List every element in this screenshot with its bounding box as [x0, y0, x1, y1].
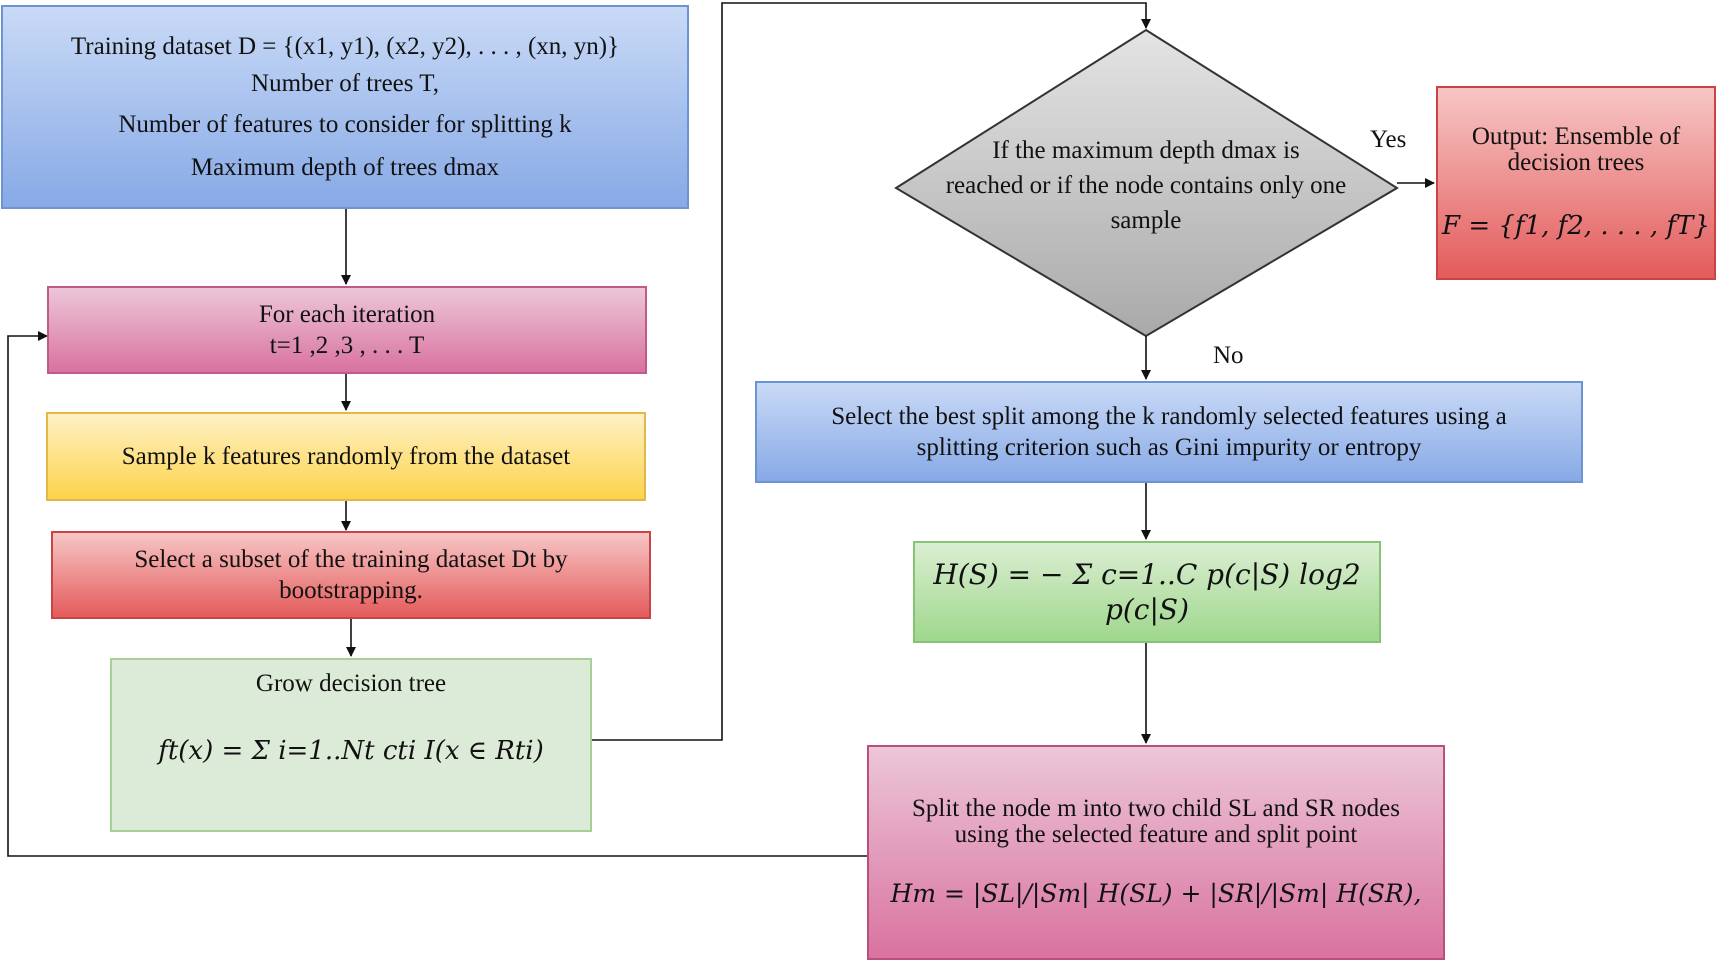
- grow-tree-formula: ft(x) = Σ i=1..Nt cti I(x ∈ Rti): [158, 736, 544, 767]
- grow-tree-box: Grow decision tree ft(x) = Σ i=1..Nt cti…: [110, 658, 592, 832]
- split-node-box: Split the node m into two child SL and S…: [867, 745, 1445, 960]
- split-node-line2: using the selected feature and split poi…: [954, 820, 1358, 848]
- output-line1: Output: Ensemble of: [1471, 122, 1681, 150]
- decision-line1: If the maximum depth dmax is: [992, 136, 1300, 164]
- bootstrap-subset-box: Select a subset of the training dataset …: [51, 531, 651, 619]
- bootstrap-line1: Select a subset of the training dataset …: [134, 545, 568, 573]
- iteration-range: t=1 ,2 ,3 , . . . T: [269, 332, 425, 359]
- input-depth-label: Maximum depth of trees dmax: [190, 154, 500, 182]
- split-node-formula: Hm = |SL|/|Sm| H(SL) + |SR|/|Sm| H(SR),: [890, 879, 1422, 909]
- input-features-label: Number of features to consider for split…: [118, 111, 572, 138]
- split-node-line1: Split the node m into two child SL and S…: [912, 794, 1400, 822]
- output-line2: decision trees: [1507, 148, 1645, 176]
- iteration-title: For each iteration: [258, 300, 436, 328]
- sample-features-text: Sample k features randomly from the data…: [121, 442, 571, 470]
- arrow-loop-back-to-iteration: [7, 331, 867, 857]
- output-formula: F = {f1, f2, . . . , fT}: [1442, 211, 1710, 241]
- best-split-line2: splitting criterion such as Gini impurit…: [916, 434, 1422, 461]
- entropy-formula: H(S) = − Σ c=1..C p(c|S) log2 p(c|S): [933, 558, 1361, 626]
- sample-features-box: Sample k features randomly from the data…: [46, 412, 646, 501]
- decision-text: If the maximum depth dmax is reached or …: [896, 120, 1396, 250]
- decision-line2: reached or if the node contains only one: [945, 171, 1347, 199]
- best-split-line1: Select the best split among the k random…: [831, 402, 1507, 430]
- grow-tree-title: Grow decision tree: [255, 670, 447, 697]
- arrow-grow-to-decision: [592, 2, 1151, 741]
- yes-label: Yes: [1370, 126, 1407, 153]
- no-label: No: [1213, 342, 1244, 369]
- output-box: Output: Ensemble of decision trees F = {…: [1436, 86, 1716, 280]
- iteration-box: For each iteration t=1 ,2 ,3 , . . . T: [47, 286, 647, 374]
- decision-line3: sample: [1110, 206, 1182, 234]
- input-trees-label: Number of trees T,: [251, 69, 439, 97]
- entropy-formula-box: H(S) = − Σ c=1..C p(c|S) log2 p(c|S): [913, 541, 1381, 643]
- bootstrap-line2: bootstrapping.: [279, 577, 423, 604]
- input-dataset-label: Training dataset D = {(x1, y1), (x2, y2)…: [70, 32, 620, 60]
- best-split-box: Select the best split among the k random…: [755, 381, 1583, 483]
- input-box: Training dataset D = {(x1, y1), (x2, y2)…: [1, 5, 689, 209]
